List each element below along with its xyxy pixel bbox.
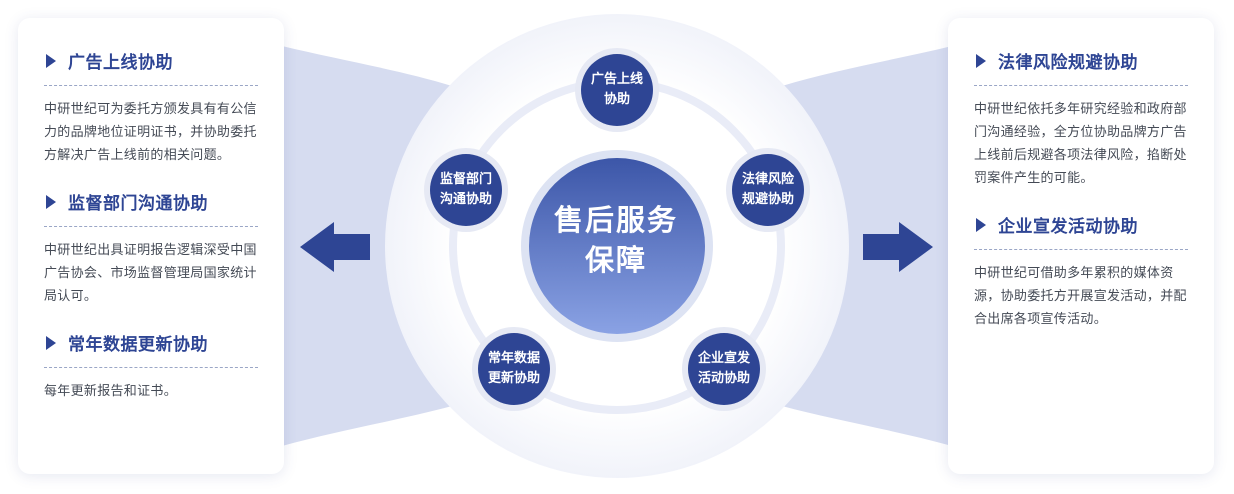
item-header: 广告上线协助 bbox=[44, 48, 258, 86]
node-1 bbox=[575, 48, 659, 132]
left-item-annual-data-update: 常年数据更新协助 每年更新报告和证书。 bbox=[44, 330, 258, 403]
right-item-promotion-activity: 企业宣发活动协助 中研世纪可借助多年累积的媒体资源，协助委托方开展宣发活动，并配… bbox=[974, 212, 1188, 331]
node-3-label: 企业宣发 活动协助 bbox=[697, 351, 750, 386]
center-title-line1: 售后服务 bbox=[553, 203, 678, 237]
center-title: 售后服务 保障 bbox=[516, 200, 716, 280]
item-text: 每年更新报告和证书。 bbox=[44, 384, 178, 399]
left-item-regulator-communication: 监督部门沟通协助 中研世纪出具证明报告逻辑深受中国广告协会、市场监督管理局国家统… bbox=[44, 189, 258, 308]
right-panel: 法律风险规避协助 中研世纪依托多年研究经验和政府部门沟通经验，全方位协助品牌方广… bbox=[948, 18, 1214, 474]
item-header: 法律风险规避协助 bbox=[974, 48, 1188, 86]
arrow-right-icon bbox=[863, 222, 933, 272]
node-1-label: 广告上线 协助 bbox=[590, 72, 643, 107]
item-text: 中研世纪可借助多年累积的媒体资源，协助委托方开展宣发活动，并配合出席各项宣传活动… bbox=[974, 266, 1187, 327]
triangle-bullet-icon bbox=[46, 53, 56, 68]
node-2 bbox=[726, 148, 810, 232]
left-panel: 广告上线协助 中研世纪可为委托方颁发具有有公信力的品牌地位证明证书，并协助委托方… bbox=[18, 18, 284, 474]
triangle-bullet-icon bbox=[976, 217, 986, 232]
center-circle bbox=[529, 158, 705, 334]
item-text: 中研世纪依托多年研究经验和政府部门沟通经验，全方位协助品牌方广告上线前后规避各项… bbox=[974, 102, 1187, 186]
node-3 bbox=[682, 327, 766, 411]
item-title: 企业宣发活动协助 bbox=[998, 217, 1138, 237]
node-5 bbox=[424, 148, 508, 232]
item-title: 广告上线协助 bbox=[68, 53, 173, 73]
arrow-left-icon bbox=[300, 222, 370, 272]
item-title: 监督部门沟通协助 bbox=[68, 194, 208, 214]
triangle-bullet-icon bbox=[46, 194, 56, 209]
node-2-label: 法律风险 规避协助 bbox=[741, 172, 794, 207]
node-4 bbox=[472, 327, 556, 411]
item-header: 常年数据更新协助 bbox=[44, 330, 258, 368]
node-4-label: 常年数据 更新协助 bbox=[487, 351, 540, 386]
item-header: 监督部门沟通协助 bbox=[44, 189, 258, 227]
item-title: 常年数据更新协助 bbox=[68, 335, 208, 355]
item-text: 中研世纪可为委托方颁发具有有公信力的品牌地位证明证书，并协助委托方解决广告上线前… bbox=[44, 102, 257, 163]
node-5-label: 监督部门 沟通协助 bbox=[439, 172, 492, 207]
left-item-ad-launch: 广告上线协助 中研世纪可为委托方颁发具有有公信力的品牌地位证明证书，并协助委托方… bbox=[44, 48, 258, 167]
triangle-bullet-icon bbox=[46, 335, 56, 350]
item-text: 中研世纪出具证明报告逻辑深受中国广告协会、市场监督管理局国家统计局认可。 bbox=[44, 243, 257, 304]
center-title-line2: 保障 bbox=[584, 243, 647, 277]
triangle-bullet-icon bbox=[976, 53, 986, 68]
item-header: 企业宣发活动协助 bbox=[974, 212, 1188, 250]
right-item-legal-risk: 法律风险规避协助 中研世纪依托多年研究经验和政府部门沟通经验，全方位协助品牌方广… bbox=[974, 48, 1188, 190]
item-title: 法律风险规避协助 bbox=[998, 53, 1138, 73]
